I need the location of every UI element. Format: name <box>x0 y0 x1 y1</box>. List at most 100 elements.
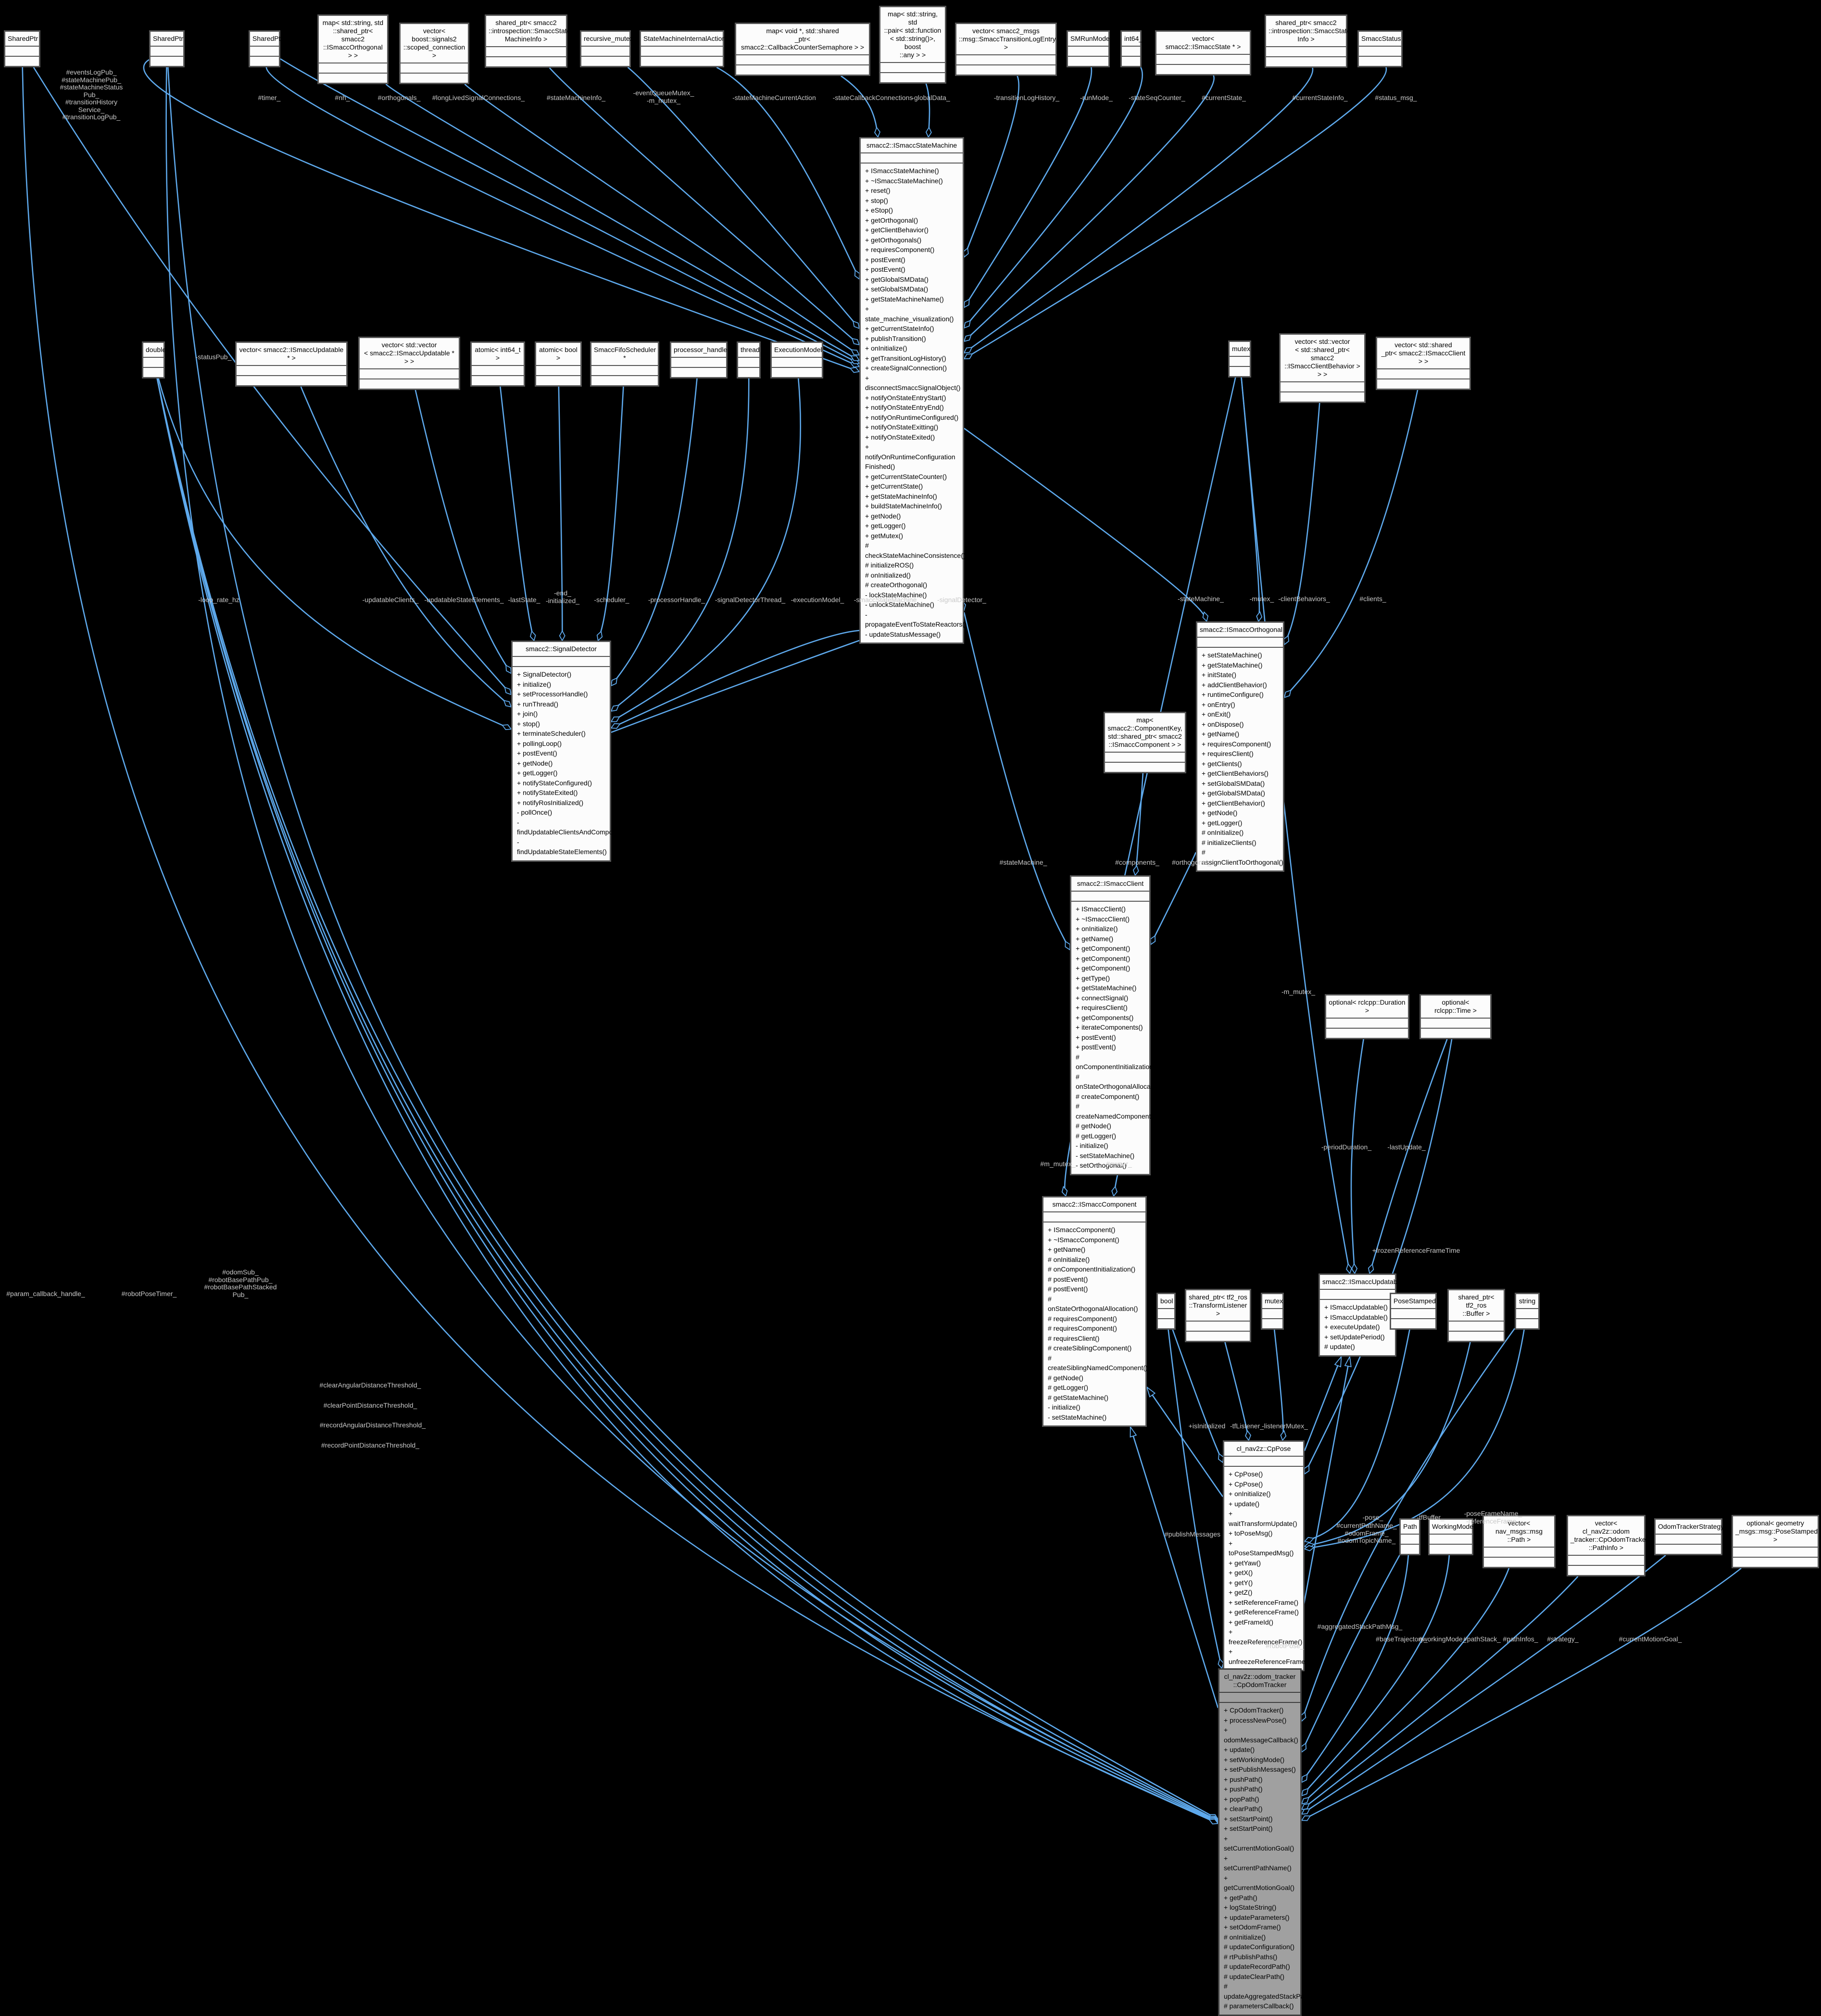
class-box-t9[interactable]: map< void *, std::shared _ptr< smacc2::C… <box>735 23 870 76</box>
class-box-t15[interactable]: shared_ptr< smacc2 ::introspection::Smac… <box>1265 14 1350 68</box>
class-box-tb[interactable]: shared_ptr< tf2_ros ::Buffer > <box>1447 1289 1505 1342</box>
methods-compartment: + ISmaccUpdatable()+ ISmaccUpdatable()+ … <box>1320 1300 1395 1355</box>
class-box-b2[interactable]: shared_ptr< tf2_ros ::TransformListener … <box>1185 1289 1251 1342</box>
class-box-t2[interactable]: SharedPtr <box>149 30 185 67</box>
edge-label: #currentPathName_ #odomFrame_ #odomTopic… <box>1336 1522 1397 1544</box>
attributes-compartment <box>1320 1290 1395 1300</box>
method-row: + getComponent() <box>1076 954 1130 962</box>
class-box-m6[interactable]: SmaccFifoScheduler * <box>590 341 659 387</box>
class-box-r2[interactable]: vector< std::vector < std::shared_ptr< s… <box>1279 333 1366 403</box>
class-box-st[interactable]: string <box>1515 1293 1540 1330</box>
attributes-compartment <box>591 366 658 376</box>
class-box-t10[interactable]: map< std::string, std ::pair< std::funct… <box>879 6 946 84</box>
edge-label: #nh_ <box>335 94 350 101</box>
class-box-t3[interactable]: SharedPtr <box>249 30 283 67</box>
class-box-upd[interactable]: smacc2::ISmaccUpdatable+ ISmaccUpdatable… <box>1319 1273 1403 1357</box>
class-box-b1[interactable]: bool <box>1156 1293 1176 1330</box>
class-box-t12[interactable]: SMRunMode <box>1067 30 1110 67</box>
method-row: + getGlobalSMData() <box>865 275 929 283</box>
class-box-comp[interactable]: smacc2::ISmaccComponent+ ISmaccComponent… <box>1042 1196 1148 1427</box>
class-box-pth[interactable]: Path <box>1399 1518 1420 1555</box>
method-row: # initializeClients() <box>1202 838 1256 846</box>
class-box-m2[interactable]: vector< smacc2::ISmaccUpdatable * > <box>235 341 348 387</box>
class-box-pose[interactable]: cl_nav2z::CpPose+ CpPose()+ CpPose()+ on… <box>1223 1440 1310 1671</box>
class-box-orth[interactable]: smacc2::ISmaccOrthogonal+ setStateMachin… <box>1196 621 1284 872</box>
method-row: + setOdomFrame() <box>1224 1923 1281 1931</box>
class-title: SmaccFifoScheduler * <box>591 343 658 366</box>
class-box-r1[interactable]: mutex <box>1228 340 1251 378</box>
aggregation-edge <box>500 386 536 642</box>
method-row: # createSiblingComponent() <box>1048 1344 1132 1352</box>
class-box-t4[interactable]: map< std::string, std ::shared_ptr< smac… <box>317 14 389 84</box>
attributes-compartment <box>1230 357 1250 367</box>
class-box-sm[interactable]: smacc2::ISmaccStateMachine+ ISmaccStateM… <box>859 137 967 644</box>
class-box-od[interactable]: optional< rclcpp::Duration > <box>1325 994 1409 1039</box>
method-row: + disconnectSmaccSignalObject() <box>865 374 961 392</box>
class-box-wm[interactable]: WorkingMode <box>1428 1518 1473 1555</box>
class-box-t6[interactable]: shared_ptr< smacc2 ::introspection::Smac… <box>485 14 570 68</box>
method-row: # onInitialize() <box>1048 1255 1090 1263</box>
attributes-compartment <box>1377 369 1469 379</box>
class-box-ot[interactable]: optional< rclcpp::Time > <box>1419 994 1492 1039</box>
class-box-m9[interactable]: ExecutionModel <box>770 341 823 378</box>
class-box-t5[interactable]: vector< boost::signals2 ::scoped_connect… <box>399 23 469 84</box>
class-box-m7[interactable]: processor_handle <box>670 341 728 378</box>
class-box-t13[interactable]: int64_t <box>1120 30 1144 67</box>
aggregation-edge <box>156 378 1219 1825</box>
class-box-ops[interactable]: optional< geometry _msgs::msg::PoseStamp… <box>1732 1515 1819 1568</box>
class-box-m1[interactable]: double <box>142 341 166 378</box>
class-title: vector< smacc2_msgs ::msg::SmaccTransiti… <box>956 24 1056 55</box>
class-box-t16[interactable]: SmaccStatus <box>1357 30 1403 67</box>
aggregation-edge <box>1304 1329 1410 1543</box>
class-box-sd[interactable]: smacc2::SignalDetector+ SignalDetector()… <box>511 641 634 862</box>
class-box-vp[interactable]: vector< nav_msgs::msg ::Path > <box>1482 1515 1556 1568</box>
method-row: + getFrameId() <box>1229 1618 1273 1626</box>
aggregation-edge <box>963 67 1387 360</box>
class-box-trk[interactable]: cl_nav2z::odom_tracker ::CpOdomTracker+ … <box>1218 1668 1314 2016</box>
class-box-t1[interactable]: SharedPtr <box>4 30 40 67</box>
aggregation-edge <box>963 75 1215 342</box>
method-row: + getClientBehaviors() <box>1202 769 1268 777</box>
class-box-m4[interactable]: atomic< int64_t > <box>470 341 525 387</box>
attributes-compartment <box>1262 1309 1282 1319</box>
class-box-t8[interactable]: StateMachineInternalAction <box>640 30 726 67</box>
class-box-cli[interactable]: smacc2::ISmaccClient+ ISmaccClient()+ ~I… <box>1070 875 1166 1175</box>
method-row: + initialize() <box>517 680 552 688</box>
methods-compartment <box>1122 57 1140 66</box>
attributes-compartment <box>513 657 610 667</box>
method-row: - propagateEventToStateReactors() <box>865 610 967 629</box>
methods-compartment <box>250 57 279 66</box>
method-row: + getClients() <box>1202 759 1242 768</box>
method-row: - setStateMachine() <box>1048 1413 1107 1421</box>
class-box-ps[interactable]: PoseStamped <box>1390 1293 1437 1330</box>
class-box-ots[interactable]: OdomTrackerStrategy <box>1654 1518 1724 1555</box>
class-box-cmap[interactable]: map< smacc2::ComponentKey, std::shared_p… <box>1104 712 1186 773</box>
edge-label: #orthogonal_ <box>1172 858 1211 866</box>
methods-compartment <box>1568 1566 1644 1575</box>
class-box-b3[interactable]: mutex <box>1261 1293 1284 1330</box>
edge-label: -processorHandle_ <box>648 596 705 604</box>
edge-label: -stateSeqCounter_ <box>1129 94 1185 101</box>
class-box-vpi[interactable]: vector< cl_nav2z::odom _tracker::CpOdomT… <box>1567 1515 1648 1576</box>
class-box-t14[interactable]: vector< smacc2::ISmaccState * > <box>1155 30 1251 76</box>
method-row: + getName() <box>1076 934 1114 943</box>
class-box-t7[interactable]: recursive_mutex <box>580 30 633 67</box>
aggregation-edge <box>1168 1329 1224 1669</box>
class-box-t11[interactable]: vector< smacc2_msgs ::msg::SmaccTransiti… <box>955 23 1057 76</box>
class-title: shared_ptr< tf2_ros ::TransformListener … <box>1186 1290 1250 1322</box>
method-row: + initState() <box>1202 671 1236 679</box>
class-title: smacc2::ISmaccClient <box>1071 877 1149 892</box>
class-box-m3[interactable]: vector< std::vector < smacc2::ISmaccUpda… <box>358 337 460 390</box>
class-box-m5[interactable]: atomic< bool > <box>535 341 582 387</box>
class-title: atomic< bool > <box>536 343 580 366</box>
class-box-r3[interactable]: vector< std::shared _ptr< smacc2::ISmacc… <box>1376 337 1471 390</box>
method-row: + waitTransformUpdate() <box>1229 1510 1297 1527</box>
method-row: # createSiblingNamedComponent() <box>1048 1354 1148 1372</box>
aggregation-edge <box>610 378 698 687</box>
method-row: # createNamedComponent() <box>1076 1102 1155 1120</box>
class-box-m8[interactable]: thread <box>737 341 761 378</box>
edge-label: -tfListener_ <box>1230 1422 1264 1430</box>
aggregation-edge <box>1224 1342 1251 1441</box>
attributes-compartment <box>1391 1309 1435 1319</box>
methods-compartment <box>1156 65 1250 74</box>
